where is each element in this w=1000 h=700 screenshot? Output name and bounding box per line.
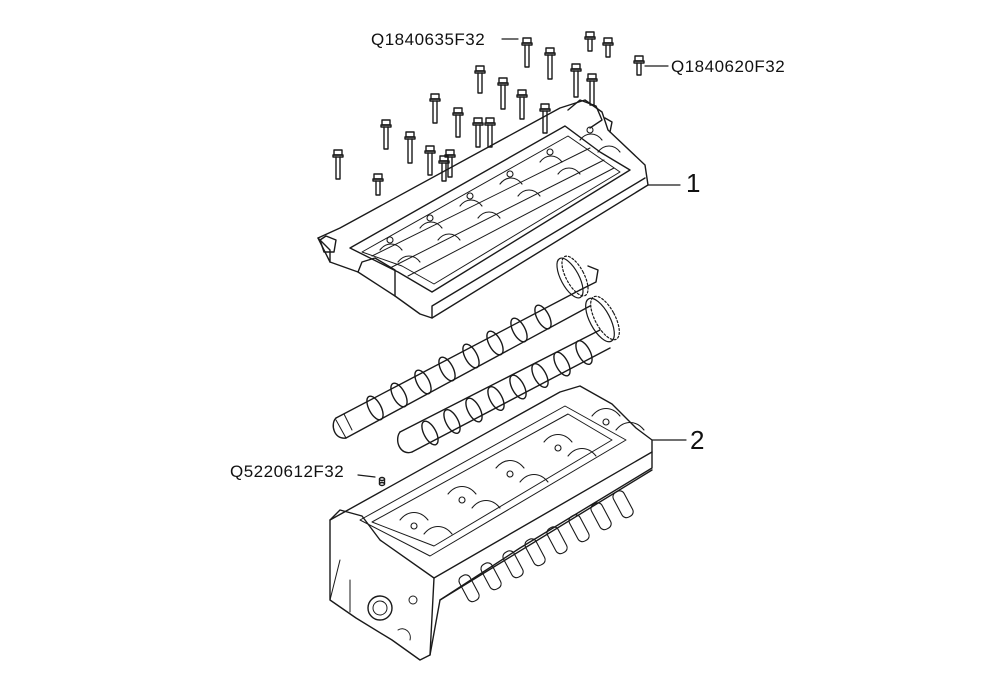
- bolt-icon: [372, 173, 384, 196]
- bolt-hole: [426, 214, 434, 222]
- part-code-bolt-long: Q1840635F32: [371, 30, 486, 49]
- port: [590, 502, 612, 531]
- port: [502, 550, 524, 579]
- saddle: [477, 211, 501, 219]
- bolt-icon: [586, 73, 598, 106]
- journal: [495, 459, 525, 469]
- cam-lobe: [465, 397, 483, 423]
- cam-lobe: [531, 362, 549, 389]
- bolt-icon: [570, 63, 582, 98]
- journal: [591, 407, 621, 417]
- journal: [543, 433, 573, 443]
- saddle: [379, 243, 403, 251]
- journal: [615, 421, 645, 431]
- bolt-hole: [466, 192, 474, 200]
- journal: [567, 447, 597, 457]
- bolt-hole: [602, 418, 610, 426]
- bolt-hole: [386, 236, 394, 244]
- cam-lobe: [390, 382, 408, 408]
- leader-q0612: [357, 474, 376, 478]
- cylinder-head: [329, 385, 653, 661]
- callout-cam-carrier: 1: [686, 168, 701, 198]
- bolt-icon: [544, 47, 556, 80]
- cam-lobes: [421, 339, 593, 446]
- port: [612, 490, 634, 519]
- cam-lobe: [575, 339, 593, 366]
- cam-lobe: [486, 330, 504, 356]
- cam-lobe: [421, 420, 439, 446]
- bolt-hole: [546, 148, 554, 156]
- saddle: [539, 155, 563, 163]
- journal: [471, 499, 501, 509]
- journal: [399, 511, 429, 521]
- saddle: [459, 199, 483, 207]
- cam-lobe: [509, 374, 527, 400]
- port: [524, 538, 546, 567]
- intake-ports: [458, 490, 634, 603]
- bolt-icon: [539, 103, 551, 134]
- saddle: [579, 133, 603, 141]
- bolt-hole: [586, 126, 594, 134]
- part-code-pin: Q5220612F32: [230, 462, 345, 481]
- bearing-journals: [399, 407, 645, 535]
- saddle: [557, 167, 581, 175]
- cam-lobe: [510, 317, 528, 343]
- bolt-hole: [410, 522, 418, 530]
- bolt-group: [332, 31, 645, 196]
- port: [546, 526, 568, 555]
- saddle: [517, 189, 541, 197]
- bolt-hole: [506, 470, 514, 478]
- bolt-icon: [424, 145, 436, 176]
- cam-lobe: [487, 385, 505, 412]
- journal: [519, 473, 549, 483]
- port: [568, 514, 590, 543]
- intake-camshaft: [332, 255, 599, 439]
- cam-lobe: [438, 356, 456, 382]
- cam-lobe: [414, 369, 432, 395]
- bolt-icon: [602, 37, 614, 58]
- saddle: [597, 145, 621, 153]
- bolt-icon: [521, 37, 533, 68]
- locating-pin: [378, 476, 386, 487]
- bolt-icon: [497, 77, 509, 110]
- bolt-hole: [554, 444, 562, 452]
- journal: [447, 485, 477, 495]
- cam-lobe: [553, 351, 571, 377]
- saddle: [499, 177, 523, 185]
- part-code-bolt-short: Q1840620F32: [671, 57, 786, 76]
- bolt-icon: [332, 149, 344, 180]
- bearing-saddles: [379, 126, 621, 263]
- bolt-icon: [404, 131, 416, 164]
- bolt-icon: [429, 93, 441, 124]
- bolt-icon: [472, 117, 484, 148]
- saddle: [397, 255, 421, 263]
- cam-lobe: [366, 395, 384, 421]
- cam-lobe: [534, 304, 552, 330]
- port: [458, 574, 480, 603]
- bolt-icon: [484, 117, 496, 148]
- bolt-icon: [516, 89, 528, 120]
- saddle: [419, 221, 443, 229]
- port: [480, 562, 502, 591]
- cam-lobe: [462, 343, 480, 369]
- cam-lobe: [443, 408, 461, 435]
- journal: [423, 525, 453, 535]
- saddle: [437, 233, 461, 241]
- leader-lines: [357, 38, 687, 478]
- bolt-icon: [474, 65, 486, 94]
- callout-cylinder-head: 2: [690, 425, 705, 455]
- bolt-hole: [506, 170, 514, 178]
- bolt-icon: [380, 119, 392, 150]
- bolt-hole: [458, 496, 466, 504]
- cam-lobes: [366, 304, 552, 421]
- bolt-icon: [452, 107, 464, 138]
- bolt-icon: [584, 31, 596, 52]
- exhaust-camshaft: [396, 295, 620, 454]
- camshaft-carrier: [317, 99, 649, 319]
- bolt-icon: [633, 55, 645, 76]
